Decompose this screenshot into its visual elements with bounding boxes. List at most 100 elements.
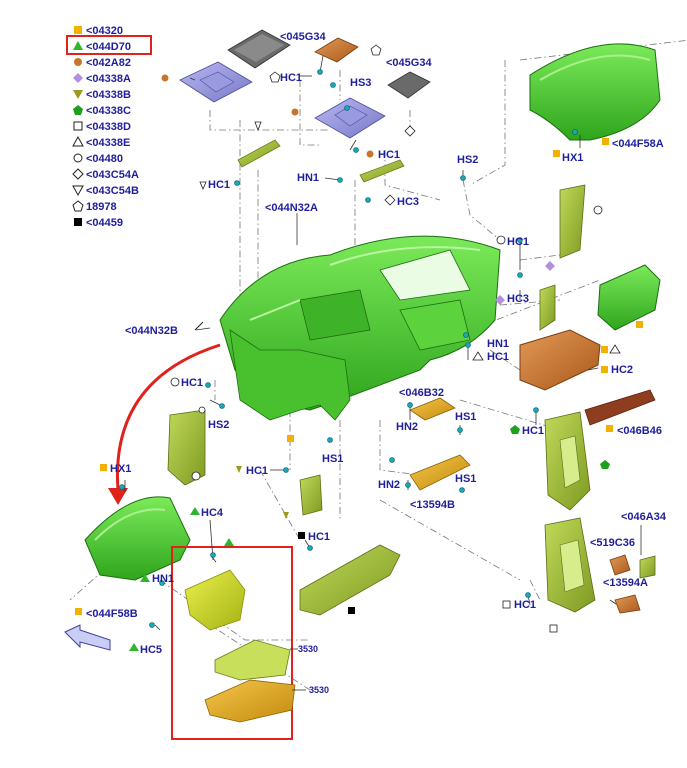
part-label: HC1	[514, 599, 536, 611]
part-label: HS2	[457, 154, 478, 166]
legend-item-label: <044D70	[86, 41, 131, 53]
cover-lower-left	[84, 496, 191, 581]
part-label: HC1	[181, 377, 203, 389]
legend-highlight-box	[66, 35, 152, 55]
section-mark	[194, 321, 204, 331]
part-label: HC1	[280, 72, 302, 84]
part-label: HC1	[507, 236, 529, 248]
defrost-strip-left	[237, 139, 281, 168]
part-label: <044F58B	[86, 608, 138, 620]
part-label: <044N32B	[125, 325, 178, 337]
square-icon	[553, 150, 560, 157]
small-bracket-orange-b	[614, 594, 641, 614]
glove-box	[519, 329, 601, 391]
part-label: HX1	[110, 463, 131, 475]
part-label: <13594B	[410, 499, 455, 511]
part-label: HC3	[507, 293, 529, 305]
fasteners	[119, 69, 578, 628]
part-label: HS3	[350, 77, 371, 89]
part-label: HN1	[487, 338, 509, 350]
part-label: HN2	[396, 421, 418, 433]
part-label: 3530	[298, 644, 318, 654]
circle-open-icon	[170, 377, 180, 387]
pentagon-icon	[600, 460, 610, 469]
part-label: HC1	[522, 425, 544, 437]
vent-center	[299, 474, 323, 516]
speaker-bracket-center	[314, 97, 386, 139]
part-label: HC2	[611, 364, 633, 376]
part-label: <046B32	[399, 387, 444, 399]
part-label: HC3	[397, 196, 419, 208]
diamond-icon	[73, 73, 83, 83]
part-label: <045G34	[386, 57, 432, 69]
circle-open-icon	[191, 471, 201, 481]
triangle-down-open-icon	[254, 121, 262, 132]
triangle-icon	[129, 643, 139, 651]
part-label: HC4	[201, 507, 224, 519]
square-open-icon	[502, 600, 511, 609]
part-label: HS2	[208, 419, 229, 431]
part-label: <519C36	[590, 537, 635, 549]
small-bracket-gold	[639, 555, 656, 579]
part-label: <044N32A	[265, 202, 318, 214]
part-label: HS1	[322, 453, 343, 465]
legend-item-label: <043C54A	[86, 169, 139, 181]
cluster-housing	[204, 679, 296, 723]
trim-frame-right-lower	[544, 517, 596, 613]
legend-item-label: <04320	[86, 25, 123, 37]
legend-item-label: <042A82	[86, 57, 131, 69]
duct-right	[597, 264, 661, 331]
end-panel-right-upper	[559, 184, 586, 259]
square-icon	[287, 435, 294, 442]
triangle-open-icon	[472, 351, 484, 361]
cluster-hood	[214, 639, 291, 681]
speaker-bracket-left	[179, 61, 253, 103]
part-label: <046B46	[617, 425, 662, 437]
square-icon	[601, 346, 608, 353]
pentagon-open-icon	[370, 44, 382, 56]
speaker-grille-right	[387, 71, 431, 99]
speaker-grille-left	[227, 29, 291, 69]
pentagon-icon	[73, 105, 83, 115]
defrost-strip-right	[359, 159, 405, 183]
trim-frame-right-upper	[544, 411, 591, 511]
duct-gold-lower	[409, 454, 471, 491]
circle-icon	[291, 108, 299, 116]
legend-item-label: <04338E	[86, 137, 130, 149]
circle-open-icon	[496, 235, 506, 245]
legend-item-label: <04338A	[86, 73, 131, 85]
triangle-icon	[224, 538, 234, 546]
part-label: <045G34	[280, 31, 326, 43]
part-label: HC1	[246, 465, 268, 477]
circle-open-icon	[593, 205, 603, 215]
legend-item-label: <043C54B	[86, 185, 139, 197]
triangle-down-icon	[73, 90, 83, 99]
instrument-panel-main	[219, 235, 501, 421]
square-black-icon	[298, 532, 305, 539]
triangle-down-icon	[283, 512, 289, 519]
square-icon	[100, 464, 107, 471]
square-open-icon	[549, 624, 558, 633]
legend-item-label: 18978	[86, 201, 117, 213]
part-label: HN1	[152, 573, 174, 585]
pentagon-open-icon	[72, 200, 84, 212]
triangle-icon	[140, 574, 150, 582]
markers	[75, 44, 643, 651]
triangle-icon	[190, 507, 200, 515]
part-label: HC5	[140, 644, 162, 656]
circle-icon	[74, 58, 82, 66]
direction-arrow-icon	[64, 624, 111, 651]
circle-open-icon	[198, 406, 206, 414]
pentagon-icon	[510, 425, 520, 434]
diamond-icon	[495, 295, 505, 305]
part-label: <044F58A	[612, 138, 664, 150]
part-label: HC1	[378, 149, 400, 161]
part-label: HN1	[297, 172, 319, 184]
legend-item-label: <04480	[86, 153, 123, 165]
part-label: 3530	[309, 685, 329, 695]
square-icon	[601, 366, 608, 373]
bracket-right-mid	[539, 284, 556, 331]
diamond-open-icon	[384, 194, 396, 206]
